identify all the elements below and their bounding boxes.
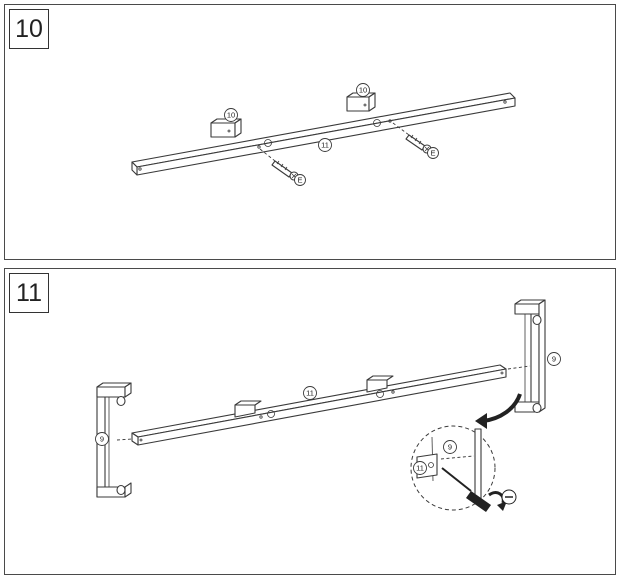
rail-11 <box>131 364 507 446</box>
callout-block-left: 10 <box>224 108 238 122</box>
block-10-right <box>346 92 376 112</box>
svg-text:10: 10 <box>227 111 235 120</box>
svg-text:10: 10 <box>359 86 367 95</box>
step-11-panel: 11 <box>4 268 616 575</box>
callout-leg-left: 9 <box>95 432 109 446</box>
svg-text:E: E <box>297 176 302 185</box>
curved-arrow-icon <box>475 393 522 429</box>
block-on-rail-right <box>366 375 394 393</box>
callout-rail: 11 <box>303 386 317 400</box>
svg-text:9: 9 <box>552 355 556 364</box>
step-10-panel: 10 <box>4 4 616 260</box>
block-on-rail-left <box>234 400 262 418</box>
step-number-11: 11 <box>9 273 49 313</box>
callout-detail-leg: 9 <box>443 440 457 454</box>
callout-detail-rail: 11 <box>413 461 427 475</box>
step-11-illustration: 9 11 9 9 11 <box>95 299 561 512</box>
leg-9-right <box>507 299 546 414</box>
step-10-illustration: 10 10 11 E E <box>131 83 516 186</box>
block-10-left <box>210 118 242 138</box>
svg-text:E: E <box>430 149 435 158</box>
svg-text:9: 9 <box>100 435 104 444</box>
svg-text:11: 11 <box>321 141 329 150</box>
rail-11 <box>131 92 516 176</box>
step-number-10: 10 <box>9 9 49 49</box>
screwdriver-icon <box>441 467 507 512</box>
screw-left <box>259 148 299 181</box>
callout-block-right: 10 <box>356 83 370 97</box>
callout-screw-right: E <box>427 147 439 159</box>
callout-leg-right: 9 <box>547 352 561 366</box>
svg-text:11: 11 <box>306 389 314 398</box>
callout-rail: 11 <box>318 138 332 152</box>
callout-screw-left: E <box>294 174 306 186</box>
screw-right <box>392 122 432 154</box>
svg-text:11: 11 <box>416 464 424 473</box>
svg-text:9: 9 <box>448 443 452 452</box>
